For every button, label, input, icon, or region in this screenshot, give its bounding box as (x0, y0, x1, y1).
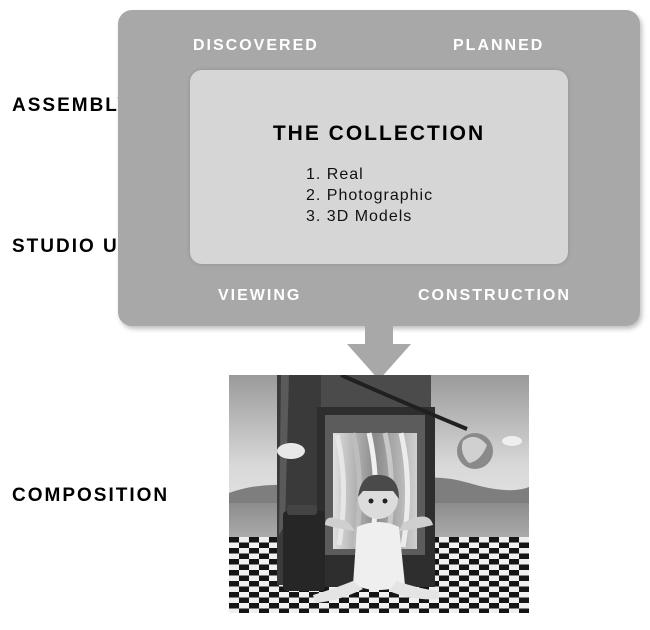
composition-image (229, 375, 529, 613)
construction-label: CONSTRUCTION (418, 287, 571, 304)
assembly-label: ASSEMBLY (12, 95, 132, 116)
collection-inner-box: THE COLLECTION 1. Real 2. Photographic 3… (190, 70, 568, 264)
collection-item-3d-models: 3. 3D Models (306, 208, 413, 225)
discovered-label: DISCOVERED (193, 37, 319, 54)
down-arrow-icon (347, 326, 411, 380)
planned-label: PLANNED (453, 37, 545, 54)
collection-item-real: 1. Real (306, 166, 364, 183)
collection-item-photographic: 2. Photographic (306, 187, 434, 204)
surreal-scene-icon (229, 375, 529, 613)
collection-list: 1. Real 2. Photographic 3. 3D Models (306, 164, 433, 227)
viewing-label: VIEWING (218, 287, 302, 304)
studio-use-label: STUDIO USE (12, 236, 149, 257)
collection-title: THE COLLECTION (272, 122, 486, 145)
collection-outer-box: DISCOVERED PLANNED VIEWING CONSTRUCTION … (118, 10, 640, 326)
composition-label: COMPOSITION (12, 485, 170, 506)
